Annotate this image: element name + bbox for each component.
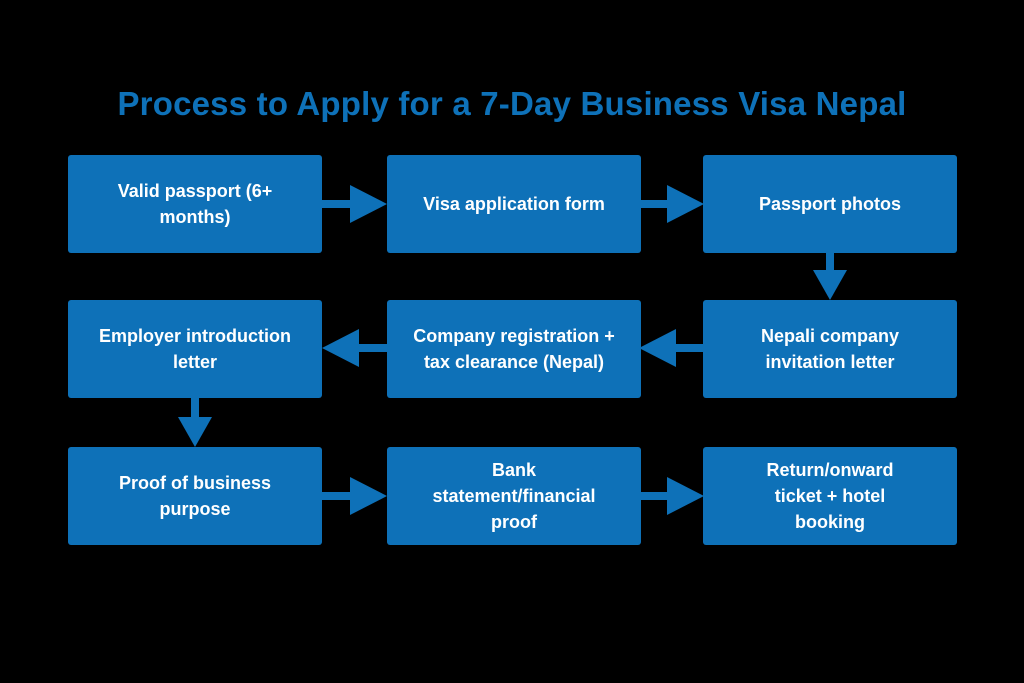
- arrow-shaft: [322, 492, 354, 500]
- flow-node-visa-application-form: Visa application form: [387, 155, 641, 253]
- flow-node-label: Bank statement/financial proof: [432, 460, 596, 532]
- flow-node-label: Company registration + tax clearance (Ne…: [413, 326, 615, 372]
- arrow-shaft: [355, 344, 387, 352]
- flow-node-label: Passport photos: [758, 194, 901, 214]
- flow-node-label: Return/onward ticket + hotel booking: [766, 460, 894, 532]
- flow-node-label: Nepali company invitation letter: [760, 326, 900, 372]
- arrow-shaft: [191, 397, 199, 421]
- arrow-shaft: [639, 492, 671, 500]
- arrow-head: [667, 185, 704, 223]
- flow-node-bank-statement: Bank statement/financial proof: [387, 447, 641, 545]
- arrow-down-icon: [811, 253, 849, 300]
- arrow-right-icon: [639, 185, 704, 223]
- flow-node-proof-of-purpose: Proof of business purpose: [68, 447, 322, 545]
- arrow-head: [178, 417, 212, 447]
- flow-node-label: Employer introduction letter: [98, 326, 291, 372]
- arrow-down-icon: [176, 397, 214, 447]
- arrow-shaft: [672, 344, 704, 352]
- arrow-right-icon: [639, 477, 704, 515]
- arrow-right-icon: [322, 477, 387, 515]
- arrow-left-icon: [639, 329, 704, 367]
- flow-node-company-registration: Company registration + tax clearance (Ne…: [387, 300, 641, 398]
- arrow-right-icon: [322, 185, 387, 223]
- diagram-title: Process to Apply for a 7-Day Business Vi…: [117, 85, 907, 122]
- flow-node-passport-photos: Passport photos: [703, 155, 957, 253]
- flow-node-label: Visa application form: [423, 194, 605, 214]
- flow-node-return-ticket: Return/onward ticket + hotel booking: [703, 447, 957, 545]
- arrow-head: [350, 477, 387, 515]
- flow-node-label: Valid passport (6+ months): [117, 181, 273, 227]
- arrow-head: [322, 329, 359, 367]
- arrow-head: [813, 270, 847, 300]
- arrow-shaft: [826, 253, 834, 274]
- arrow-head: [350, 185, 387, 223]
- arrow-left-icon: [322, 329, 387, 367]
- arrow-shaft: [322, 200, 354, 208]
- arrow-head: [639, 329, 676, 367]
- arrow-shaft: [639, 200, 671, 208]
- flow-node-nepali-invitation: Nepali company invitation letter: [703, 300, 957, 398]
- flow-node-label: Proof of business purpose: [118, 473, 271, 519]
- flow-node-employer-letter: Employer introduction letter: [68, 300, 322, 398]
- arrow-head: [667, 477, 704, 515]
- flow-node-valid-passport: Valid passport (6+ months): [68, 155, 322, 253]
